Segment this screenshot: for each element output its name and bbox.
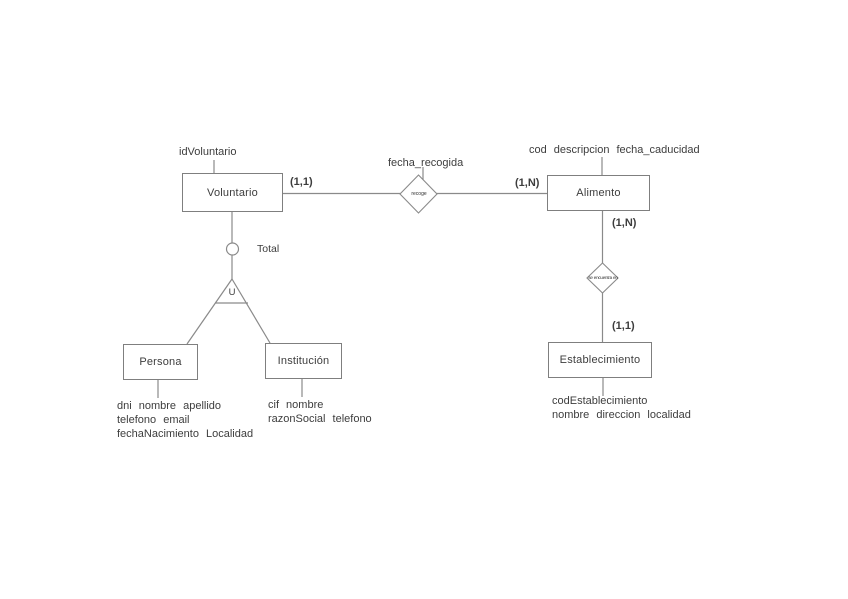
- attribute-list-establecimiento: codEstablecimiento nombre direccion loca…: [552, 394, 691, 422]
- attribute-persona-line3: fechaNacimiento Localidad: [117, 428, 254, 440]
- entity-institucion: Institución: [265, 343, 342, 379]
- cardinality-establecimiento-se-encuentra-en: (1,1): [612, 320, 635, 332]
- cardinality-alimento-se-encuentra-en: (1,N): [612, 217, 637, 229]
- entity-persona-label: Persona: [139, 356, 182, 368]
- total-participation-circle: [225, 242, 240, 256]
- generalization-union-symbol: U: [228, 287, 236, 298]
- entity-establecimiento: Establecimiento: [548, 342, 652, 378]
- entity-alimento: Alimento: [547, 175, 650, 211]
- attribute-list-alimento: cod descripcion fecha_caducidad: [529, 144, 700, 156]
- attribute-persona-line2: telefono email: [117, 414, 190, 426]
- cardinality-alimento-recoge: (1,N): [515, 177, 540, 189]
- attribute-establecimiento-line2: nombre direccion localidad: [552, 409, 691, 421]
- generalization-branch-institucion: [231, 278, 271, 344]
- attribute-establecimiento-line1: codEstablecimiento: [552, 395, 648, 407]
- attribute-institucion-line1: cif nombre: [268, 399, 324, 411]
- generalization-branch-persona: [186, 278, 233, 345]
- entity-alimento-label: Alimento: [576, 187, 621, 199]
- entity-establecimiento-label: Establecimiento: [559, 354, 641, 366]
- relationship-label-recoge: recoge: [411, 191, 427, 197]
- attribute-institucion-line2: razonSocial telefono: [268, 413, 372, 425]
- cardinality-voluntario-recoge: (1,1): [290, 176, 313, 188]
- attribute-list-institucion: cif nombre razonSocial telefono: [268, 398, 372, 426]
- relationship-diamond-recoge: [399, 174, 438, 214]
- attribute-persona-line1: dni nombre apellido: [117, 400, 222, 412]
- entity-voluntario: Voluntario: [182, 173, 283, 212]
- entity-voluntario-label: Voluntario: [207, 186, 258, 199]
- relationship-diamond-se-encuentra-en: [586, 262, 619, 294]
- entity-institucion-label: Institución: [277, 355, 330, 367]
- relationship-label-se-encuentra-en: se encuentra en: [588, 275, 618, 280]
- attribute-idvoluntario: idVoluntario: [179, 146, 237, 158]
- generalization-total-label: Total: [257, 243, 280, 255]
- attribute-list-persona: dni nombre apellido telefono email fecha…: [117, 399, 253, 441]
- attribute-fecha-recogida: fecha_recogida: [388, 157, 464, 169]
- entity-persona: Persona: [123, 344, 198, 380]
